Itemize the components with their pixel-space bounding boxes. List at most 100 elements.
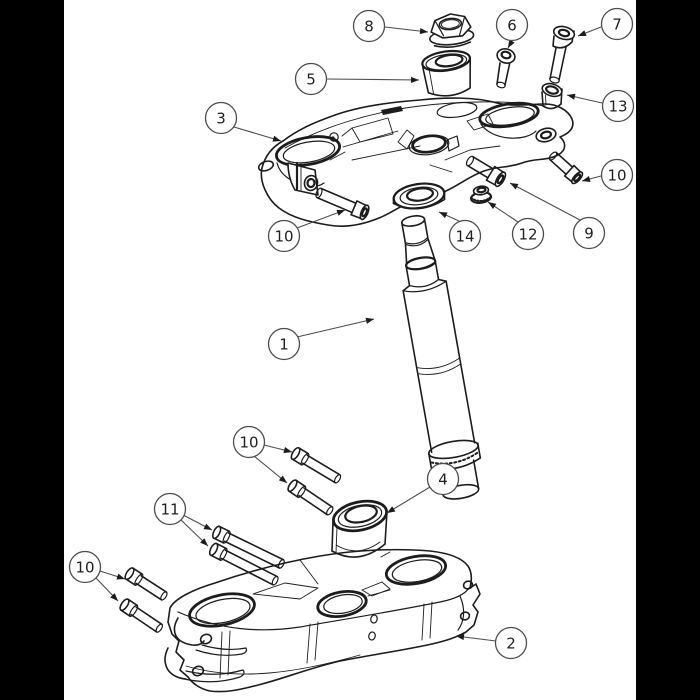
socket-head-bolt-7	[549, 25, 576, 84]
callout-8: 8	[352, 9, 429, 43]
right-letterbox-bar	[636, 0, 700, 700]
leader-arrowhead-8	[419, 27, 428, 35]
callout-balloon-10-right	[600, 158, 634, 192]
leader-arrowhead-4	[387, 506, 396, 513]
leader-line-4	[386, 486, 431, 514]
bolt-10-middle-a	[290, 446, 342, 484]
upper-triple-clamp	[257, 97, 574, 227]
callout-number-6: 6	[507, 16, 517, 34]
callout-balloon-14	[448, 219, 482, 253]
callout-number-9: 9	[584, 224, 594, 242]
leader-arrowhead-5	[410, 76, 419, 84]
callout-14: 14	[438, 211, 482, 253]
callout-balloon-10-bottom-left	[68, 550, 102, 584]
leader-arrowhead-10-upper-left	[336, 209, 345, 216]
bolt-11-b	[208, 542, 279, 586]
leader-arrowhead-2	[456, 633, 465, 641]
callout-number-10-right: 10	[607, 166, 626, 184]
callout-number-1: 1	[279, 335, 289, 353]
callout-4: 4	[386, 462, 460, 514]
leader-arrowhead-1	[365, 317, 374, 324]
leader-line-10-upper-left	[296, 209, 346, 229]
callout-13: 13	[566, 89, 635, 123]
leader-line-1	[296, 318, 375, 338]
callout-number-10-middle: 10	[239, 433, 258, 451]
callout-number-10-upper-left: 10	[274, 227, 293, 245]
callout-11: 11	[153, 492, 213, 547]
callout-number-12: 12	[518, 225, 537, 243]
leader-arrowhead-13	[567, 93, 576, 100]
callout-number-14: 14	[455, 227, 474, 245]
callout-2: 2	[455, 626, 528, 660]
callout-number-13: 13	[608, 97, 627, 115]
bolt-10-middle-b	[287, 479, 334, 516]
callout-balloon-12	[511, 217, 545, 251]
callout-balloon-9	[572, 216, 606, 250]
bolt-10-bottom-a	[124, 567, 168, 601]
callout-balloon-3	[204, 101, 238, 135]
left-letterbox-bar	[0, 0, 64, 700]
callout-3: 3	[204, 101, 282, 142]
callout-number-8: 8	[364, 17, 374, 35]
callout-number-11: 11	[160, 500, 179, 518]
callout-10-upper-left: 10	[267, 209, 346, 253]
collar-nut-12	[469, 185, 493, 204]
callout-balloon-4	[426, 462, 460, 496]
leader-line-3	[233, 126, 282, 142]
bolt-10-upper-left	[315, 187, 370, 221]
leader-line-9	[509, 182, 581, 221]
callout-9: 9	[509, 182, 606, 250]
callout-number-5: 5	[306, 70, 316, 88]
callout-balloon-10-upper-left	[267, 219, 301, 253]
callout-balloon-2	[494, 626, 528, 660]
leader-arrowhead-3	[272, 135, 281, 142]
callout-1: 1	[267, 317, 375, 361]
stem-seal-washer	[392, 182, 446, 210]
callout-balloon-5	[294, 62, 328, 96]
bolt-9	[465, 155, 507, 188]
leader-arrowhead-10-bottom-left	[110, 593, 118, 601]
callout-balloon-11	[153, 492, 187, 526]
spacer-13	[541, 82, 563, 110]
callout-10-right: 10	[581, 158, 634, 192]
callout-number-2: 2	[506, 634, 516, 652]
pinch-bolts-lower	[119, 446, 342, 633]
callout-10-middle: 10	[232, 425, 293, 484]
leader-arrowhead-6	[508, 39, 515, 48]
leader-arrowhead-10-middle	[283, 447, 292, 454]
leader-arrowhead-7	[578, 30, 587, 36]
callout-balloon-1	[267, 327, 301, 361]
callout-number-7: 7	[612, 15, 622, 33]
callout-balloon-6	[495, 8, 529, 42]
leader-arrowhead-10-right	[582, 175, 591, 182]
callout-5: 5	[294, 62, 420, 96]
callout-number-10-bottom-left: 10	[75, 558, 94, 576]
callout-balloon-10-middle	[232, 425, 266, 459]
callout-number-3: 3	[216, 109, 226, 127]
callout-6: 6	[495, 8, 529, 49]
leader-arrowhead-11	[200, 538, 208, 546]
leader-arrowhead-12	[488, 202, 497, 210]
leader-arrowhead-11	[203, 523, 212, 530]
callout-10-bottom-left: 10	[68, 550, 126, 602]
leader-arrowhead-10-bottom-left	[116, 573, 125, 580]
callout-balloon-7	[600, 7, 634, 41]
lower-triple-clamp	[164, 548, 481, 693]
bolt-10-right	[548, 151, 584, 185]
bolt-10-bottom-b	[119, 598, 164, 633]
lower-stem-bushing	[331, 499, 388, 558]
callout-balloon-13	[601, 89, 635, 123]
leader-line-5	[326, 78, 420, 81]
stem-top-bushing	[421, 49, 472, 97]
leader-arrowhead-10-middle	[278, 475, 287, 483]
bolt-11-a	[211, 525, 285, 569]
button-head-screw-6	[496, 48, 516, 89]
callout-12: 12	[487, 201, 545, 251]
callout-number-4: 4	[438, 470, 448, 488]
leader-arrowhead-9	[510, 183, 519, 190]
callout-balloon-8	[352, 9, 386, 43]
callout-7: 7	[577, 7, 634, 41]
leader-arrowhead-14	[439, 212, 448, 219]
